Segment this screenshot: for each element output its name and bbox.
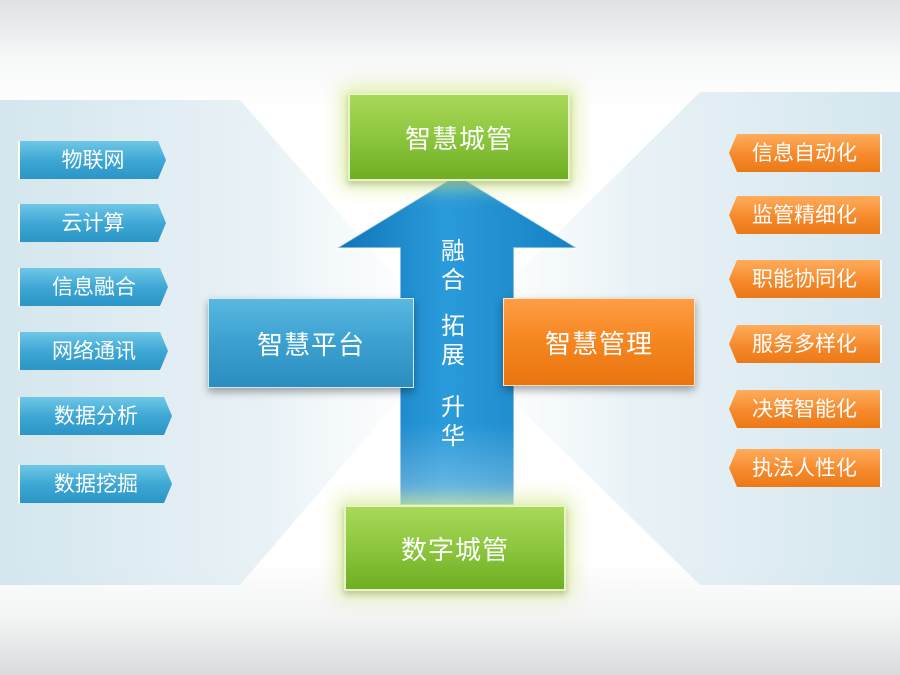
smart-platform-box: 智慧平台: [208, 298, 414, 388]
left-tag-data-analysis: 数据分析: [18, 397, 172, 435]
left-tag-cloud: 云计算: [18, 204, 166, 242]
right-tag-diversification: 服务多样化: [729, 325, 882, 363]
arrow-char: 展: [441, 341, 465, 369]
arrow-text-fuse: 融 合: [438, 237, 468, 295]
arrow-char: 拓: [441, 312, 465, 340]
left-tag-network: 网络通讯: [18, 332, 168, 370]
left-tag-data-mining: 数据挖掘: [18, 465, 172, 503]
arrow-char: 华: [441, 422, 465, 450]
smart-management-box: 智慧管理: [503, 298, 695, 386]
left-tag-iot: 物联网: [18, 141, 166, 179]
right-tag-intelligence: 决策智能化: [729, 390, 882, 428]
arrow-char: 合: [441, 266, 465, 294]
arrow-char: 融: [441, 237, 465, 265]
arrow-text-expand: 拓 展: [438, 312, 468, 370]
right-tag-automation: 信息自动化: [729, 134, 882, 172]
digital-city-management-box: 数字城管: [344, 505, 566, 591]
smart-city-management-box: 智慧城管: [348, 93, 570, 181]
right-tag-collaboration: 职能协同化: [729, 260, 882, 298]
left-tag-info-fusion: 信息融合: [18, 268, 168, 306]
right-tag-humanization: 执法人性化: [729, 449, 882, 487]
arrow-char: 升: [441, 393, 465, 421]
arrow-text-elevate: 升 华: [438, 393, 468, 451]
right-tag-refinement: 监管精细化: [729, 196, 882, 234]
